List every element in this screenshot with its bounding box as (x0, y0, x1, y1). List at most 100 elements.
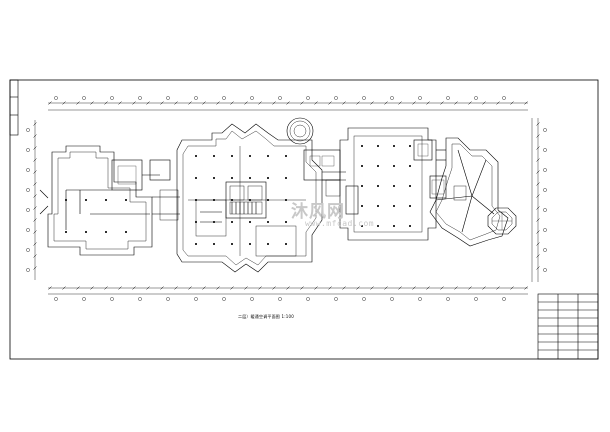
dimension-tick (536, 134, 540, 138)
dimension-tick (286, 101, 290, 105)
axis-bubble (474, 297, 478, 301)
axis-bubble (222, 297, 226, 301)
dimension-tick (536, 230, 540, 234)
dimension-tick (440, 101, 444, 105)
axis-bubble (278, 96, 282, 100)
dimension-tick (468, 286, 472, 290)
hvac-terminal (231, 177, 233, 179)
dimension-tick (33, 242, 37, 246)
axis-bubble (418, 297, 422, 301)
dimension-tick (426, 286, 430, 290)
dimension-tick (188, 286, 192, 290)
dimension-tick (33, 206, 37, 210)
dimension-tick (146, 286, 150, 290)
dimension-tick (33, 134, 37, 138)
dimension-tick (496, 286, 500, 290)
hvac-terminal (393, 165, 395, 167)
dimension-tick (536, 242, 540, 246)
watermark-url: www.mfcad.com (305, 219, 375, 228)
dimension-tick (160, 286, 164, 290)
axis-bubble (334, 297, 338, 301)
hvac-terminal (377, 225, 379, 227)
axis-bubble (446, 96, 450, 100)
dimension-tick (286, 286, 290, 290)
hvac-terminal (393, 225, 395, 227)
octagon-pavilion (487, 207, 517, 235)
dimension-tick (314, 101, 318, 105)
axis-bubble (446, 297, 450, 301)
dimension-tick (454, 101, 458, 105)
dimension-tick (272, 101, 276, 105)
hvac-terminal (285, 243, 287, 245)
hvac-terminal (285, 155, 287, 157)
dimension-tick (216, 101, 220, 105)
dimension-tick (104, 101, 108, 105)
dimension-tick (202, 286, 206, 290)
binding-strip (9, 79, 19, 136)
dimension-tick (230, 101, 234, 105)
axis-bubble (26, 228, 30, 232)
hvac-terminal (409, 225, 411, 227)
dimension-tick (33, 254, 37, 258)
dimension-tick (370, 286, 374, 290)
axis-bubble (194, 297, 198, 301)
dimension-tick (216, 286, 220, 290)
dimension-tick (536, 146, 540, 150)
hvac-terminal (85, 199, 87, 201)
axis-bubble (26, 168, 30, 172)
dimension-tick (104, 286, 108, 290)
dimension-tick (62, 101, 66, 105)
hvac-terminal (377, 205, 379, 207)
hvac-terminal (393, 145, 395, 147)
hvac-terminal (267, 221, 269, 223)
dimension-tick (33, 218, 37, 222)
dimension-ticks (33, 101, 540, 290)
dimension-tick (356, 101, 360, 105)
dimension-tick (398, 101, 402, 105)
axis-bubble (543, 208, 547, 212)
hvac-terminal (213, 243, 215, 245)
tower-round (286, 117, 314, 145)
dimension-tick (536, 158, 540, 162)
hvac-terminal (213, 177, 215, 179)
title-block (537, 293, 599, 360)
hvac-terminal (393, 185, 395, 187)
axis-bubble (418, 96, 422, 100)
hvac-terminal (213, 221, 215, 223)
dimension-tick (384, 101, 388, 105)
axis-bubble (138, 96, 142, 100)
hvac-terminal (231, 243, 233, 245)
dimension-tick (33, 182, 37, 186)
axis-bubble (26, 268, 30, 272)
hvac-terminal (231, 199, 233, 201)
axis-bubble (278, 297, 282, 301)
axis-bubble (250, 96, 254, 100)
dimension-tick (244, 286, 248, 290)
hvac-terminal (361, 185, 363, 187)
axis-bubble (334, 96, 338, 100)
connector-corridor (152, 189, 180, 221)
hvac-terminal (377, 145, 379, 147)
dimension-tick (536, 206, 540, 210)
dimension-tick (496, 101, 500, 105)
dimension-tick (426, 101, 430, 105)
dimension-tick (33, 158, 37, 162)
dimension-tick (146, 101, 150, 105)
axis-bubbles (26, 96, 547, 301)
hvac-terminal (213, 199, 215, 201)
dimension-tick (33, 266, 37, 270)
dimension-tick (174, 286, 178, 290)
dimension-tick (272, 286, 276, 290)
axis-bubble (138, 297, 142, 301)
hvac-terminal (249, 177, 251, 179)
dimension-tick (90, 101, 94, 105)
dimension-tick (356, 286, 360, 290)
dimension-tick (62, 286, 66, 290)
sheet-border (9, 79, 599, 360)
axis-bubble (390, 297, 394, 301)
hvac-terminal (285, 199, 287, 201)
hvac-terminal (195, 221, 197, 223)
axis-bubble (543, 128, 547, 132)
axis-bubble (543, 248, 547, 252)
